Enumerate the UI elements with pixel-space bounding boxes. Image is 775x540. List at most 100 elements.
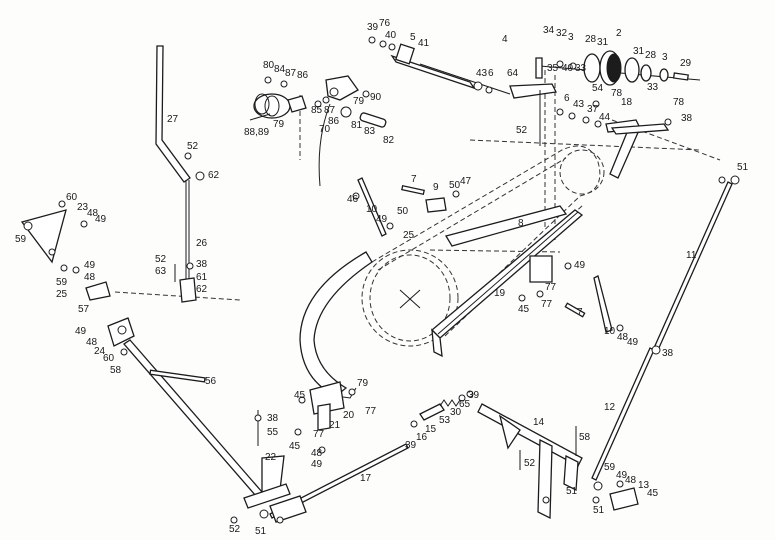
part-callout-c-25b: 25 (56, 289, 68, 300)
part-callout-c-45d: 45 (647, 488, 659, 499)
part-callout-c-47: 47 (460, 176, 472, 187)
part-callout-c-70: 70 (319, 124, 331, 135)
part-callout-c-86a: 86 (297, 70, 309, 81)
part-callout-c-49b: 49 (95, 214, 107, 225)
part-callout-c-83: 83 (364, 126, 376, 137)
part-callout-c-39c: 39 (405, 440, 417, 451)
part-callout-c-90: 90 (370, 92, 382, 103)
part-callout-c-2: 2 (616, 28, 622, 39)
part-callout-c-78a: 78 (611, 88, 623, 99)
main-pulley (361, 249, 459, 347)
spring-assembly (410, 390, 474, 428)
part-callout-c-63: 63 (155, 266, 167, 277)
part-callout-c-20: 20 (343, 410, 355, 421)
part-callout-c-37: 37 (587, 104, 599, 115)
part-callout-c-21: 21 (329, 420, 341, 431)
part-callout-c-77a: 77 (545, 282, 557, 293)
bracket-23 (20, 200, 88, 264)
part-callout-c-7b: 7 (577, 307, 583, 318)
clutch-pulley-assembly (535, 50, 701, 86)
part-callout-c-59c: 59 (604, 462, 616, 473)
part-callout-c-62b: 62 (196, 284, 208, 295)
part-callout-c-19: 19 (494, 288, 506, 299)
part-callout-c-34: 34 (543, 25, 555, 36)
part-callout-c-49h: 49 (616, 470, 628, 481)
fastener-55 (254, 410, 262, 446)
part-callout-c-65: 65 (459, 399, 471, 410)
part-callout-c-60b: 60 (103, 353, 115, 364)
part-callout-c-3b: 3 (662, 52, 668, 63)
part-callout-c-48d: 48 (86, 337, 98, 348)
part-callout-c-48a: 48 (87, 208, 99, 219)
drive-belt (371, 145, 605, 337)
part-callout-c-49d: 49 (574, 260, 586, 271)
part-callout-c-58a: 58 (110, 365, 122, 376)
part-callout-c-52d: 52 (524, 458, 536, 469)
part-callout-c-46: 46 (347, 194, 359, 205)
part-callout-c-50b: 50 (397, 206, 409, 217)
part-callout-c-52b: 52 (187, 141, 199, 152)
part-callout-c-80: 80 (263, 60, 275, 71)
part-callout-c-48c: 48 (617, 332, 629, 343)
part-callout-c-52c: 52 (155, 254, 167, 265)
part-callout-c-6a: 6 (488, 68, 494, 79)
part-callout-c-31a: 31 (597, 37, 609, 48)
part-callout-c-45c: 45 (289, 441, 301, 452)
part-callout-c-16: 16 (416, 432, 428, 443)
part-callout-c-10b: 10 (604, 326, 616, 337)
part-callout-c-13: 13 (638, 480, 650, 491)
part-callout-c-79b: 79 (273, 119, 285, 130)
part-callout-c-79c: 79 (357, 378, 369, 389)
part-callout-c-49e: 49 (627, 337, 639, 348)
bracket-25 (60, 264, 135, 356)
part-callout-c-4: 4 (502, 34, 508, 45)
part-callout-c-29: 29 (680, 58, 692, 69)
part-callout-c-12: 12 (604, 402, 616, 413)
bracket-14 (477, 403, 583, 520)
part-callout-c-27: 27 (167, 114, 179, 125)
part-callout-c-85: 85 (311, 105, 323, 116)
part-callout-c-35: 35 (547, 63, 559, 74)
part-callout-c-33b: 33 (647, 82, 659, 93)
part-callout-c-38c: 38 (662, 348, 674, 359)
part-callout-c-45a: 45 (518, 304, 530, 315)
tension-plate (444, 205, 568, 247)
part-callout-c-32: 32 (556, 28, 568, 39)
part-callout-c-79a: 79 (353, 96, 365, 107)
part-callout-c-39a: 39 (367, 22, 379, 33)
part-callout-c-41: 41 (418, 38, 430, 49)
part-callout-c-77d: 77 (313, 429, 325, 440)
part-callout-c-87b: 87 (324, 105, 336, 116)
part-callout-c-28b: 28 (645, 50, 657, 61)
part-callout-c-56: 56 (205, 376, 217, 387)
part-callout-c-14: 14 (533, 417, 545, 428)
part-callout-c-15: 15 (425, 424, 437, 435)
part-callout-c-43b: 43 (573, 99, 585, 110)
part-callout-c-49f: 49 (75, 326, 87, 337)
part-callout-c-51a: 51 (737, 162, 749, 173)
part-callout-c-77c: 77 (365, 406, 377, 417)
long-rod-22 (123, 339, 291, 509)
part-callout-c-64: 64 (507, 68, 519, 79)
part-callout-c-39b: 39 (468, 390, 480, 401)
part-callout-c-40a: 40 (385, 30, 397, 41)
part-callout-c-49a: 49 (376, 214, 388, 225)
part-callout-c-58b: 58 (579, 432, 591, 443)
part-callout-c-59a: 59 (15, 234, 27, 245)
part-callout-c-51b: 51 (566, 486, 578, 497)
part-callout-c-51c: 51 (593, 505, 605, 516)
part-callout-c-57: 57 (78, 304, 90, 315)
part-callout-c-61: 61 (196, 272, 208, 283)
part-callout-c-87: 87 (285, 68, 297, 79)
part-callout-c-77b: 77 (541, 299, 553, 310)
part-callout-c-28a: 28 (585, 34, 597, 45)
part-callout-c-52e: 52 (229, 524, 241, 535)
part-callout-c-3a: 3 (568, 32, 574, 43)
part-callout-c-22: 22 (265, 452, 277, 463)
belt-guard-shield (299, 251, 373, 399)
part-callout-c-11: 11 (686, 250, 697, 261)
part-callout-c-53: 53 (439, 415, 451, 426)
channel-bar (431, 209, 584, 358)
idler-bracket (509, 83, 672, 179)
